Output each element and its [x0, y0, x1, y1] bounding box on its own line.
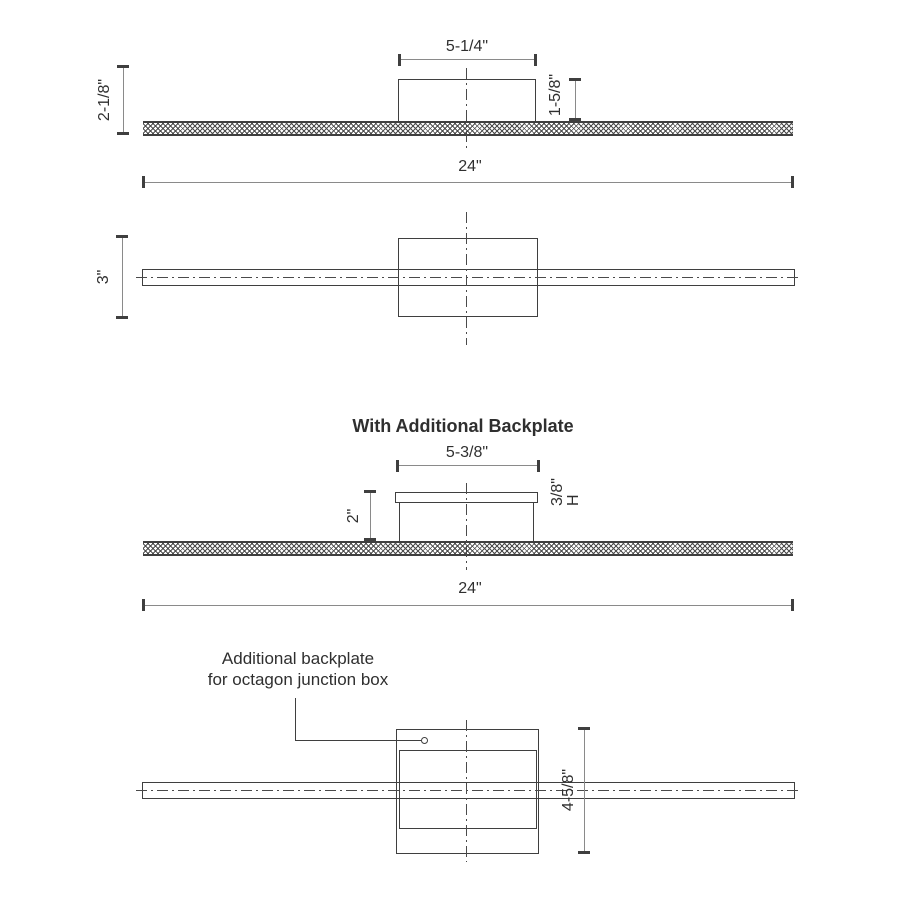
dim-backplate-width-line [397, 465, 538, 466]
dim-backplate-height-label: 4-5/8" [560, 768, 577, 812]
dim-canopy-width-line [399, 59, 535, 60]
dim-tick [537, 460, 540, 472]
dim-tick [791, 599, 794, 611]
dim-tick [364, 490, 376, 493]
dim-tick [142, 599, 145, 611]
backplate-outline [396, 729, 539, 854]
dim-backplate-height-line [584, 729, 585, 853]
dim-height-line [122, 237, 123, 318]
dim-tick [578, 727, 590, 730]
dim-length-label: 24" [458, 158, 482, 175]
dim-tick [569, 78, 581, 81]
dim-canopy-depth-label: 1-5/8" [547, 73, 564, 117]
backplate-annotation-line1: Additional backplate [221, 649, 375, 668]
centerline [136, 790, 800, 791]
mounting-box-outline [399, 750, 537, 829]
leader-line-vertical [295, 698, 296, 740]
dim-length-label: 24" [458, 580, 482, 597]
dim-length-line [143, 605, 793, 606]
dim-tick [117, 65, 129, 68]
centerline [466, 68, 467, 150]
centerline [136, 277, 800, 278]
dim-tick [578, 851, 590, 854]
centerline [466, 212, 467, 345]
dim-length-line [143, 182, 793, 183]
dim-depth-line [370, 492, 371, 541]
dim-tick [791, 176, 794, 188]
dim-overall-depth-line [123, 67, 124, 134]
leader-circle-icon [421, 737, 428, 744]
centerline [466, 720, 467, 862]
dim-tick [398, 54, 401, 66]
dim-tick [569, 118, 581, 121]
dim-backplate-width-label: 5-3/8" [445, 444, 489, 461]
backplate-annotation-line2: for octagon junction box [207, 670, 389, 689]
wall-section [143, 121, 793, 136]
dim-canopy-width-label: 5-1/4" [445, 38, 489, 55]
dim-tick [534, 54, 537, 66]
centerline [466, 483, 467, 570]
section-title: With Additional Backplate [352, 416, 574, 436]
wall-section [143, 541, 793, 556]
dim-tick [396, 460, 399, 472]
dim-tick [142, 176, 145, 188]
dim-plate-thickness-value: 3/8" [549, 478, 566, 506]
dim-overall-depth-label: 2-1/8" [96, 78, 113, 122]
dim-height-label: 3" [95, 269, 112, 285]
dim-plate-thickness-label: 3/8" H [549, 478, 582, 506]
dim-canopy-depth-line [575, 80, 576, 121]
dim-plate-thickness-suffix: H [565, 494, 582, 506]
dim-tick [116, 316, 128, 319]
dim-depth-label: 2" [345, 508, 362, 524]
dim-tick [364, 538, 376, 541]
dim-tick [117, 132, 129, 135]
canopy-outline [398, 79, 536, 123]
backplate-annotation: Additional backplate for octagon junctio… [208, 648, 389, 690]
leader-line-horizontal [295, 740, 421, 741]
dim-tick [116, 235, 128, 238]
